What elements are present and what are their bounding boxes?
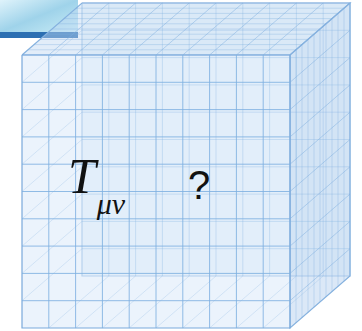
grid-line	[290, 194, 350, 246]
grid-line	[236, 3, 296, 55]
grid-line	[129, 276, 189, 328]
grid-line	[22, 273, 290, 274]
front-face	[22, 55, 290, 328]
grid-line	[76, 276, 136, 328]
grid-line	[242, 3, 243, 276]
grid-line	[263, 3, 323, 55]
grid-line	[263, 276, 323, 328]
grid-line	[338, 13, 339, 286]
grid-line	[183, 3, 243, 55]
grid-line	[22, 249, 82, 301]
lattice-cube: Tμν?	[22, 55, 290, 328]
grid-line	[22, 58, 82, 110]
cube-grid	[22, 3, 350, 328]
grid-line	[58, 23, 326, 24]
grid-line	[210, 3, 270, 55]
grid-line	[290, 249, 350, 301]
symbol-letter: T	[68, 151, 96, 201]
grid-line	[156, 3, 216, 55]
grid-line	[236, 55, 237, 328]
grid-line	[269, 3, 270, 276]
grid-line	[22, 246, 290, 247]
grid-line	[70, 13, 338, 14]
grid-line	[22, 194, 82, 246]
grid-line	[22, 218, 290, 219]
grid-line	[82, 248, 350, 249]
grid-line	[182, 55, 183, 328]
grid-line	[22, 221, 82, 273]
grid-line	[76, 8, 344, 9]
grid-line	[296, 3, 297, 276]
grid-line	[64, 18, 332, 19]
question-mark: ?	[188, 165, 210, 205]
grid-line	[22, 30, 82, 82]
grid-line	[183, 276, 243, 328]
grid-line	[49, 276, 109, 328]
grid-line	[82, 139, 350, 140]
grid-line	[22, 300, 290, 301]
grid-line	[82, 221, 350, 222]
grid-line	[156, 276, 216, 328]
grid-line	[82, 166, 350, 167]
grid-line	[22, 85, 82, 137]
grid-line	[344, 8, 345, 281]
grid-line	[210, 276, 270, 328]
grid-line	[290, 221, 350, 273]
grid-line	[22, 191, 290, 192]
grid-line	[290, 167, 350, 219]
grid-line	[102, 276, 162, 328]
grid-line	[323, 3, 324, 276]
grid-line	[263, 55, 264, 328]
grid-line	[236, 276, 296, 328]
subscript-indices: μν	[97, 189, 125, 219]
grid-line	[290, 140, 350, 192]
grid-line	[326, 24, 327, 297]
grid-line	[332, 19, 333, 292]
